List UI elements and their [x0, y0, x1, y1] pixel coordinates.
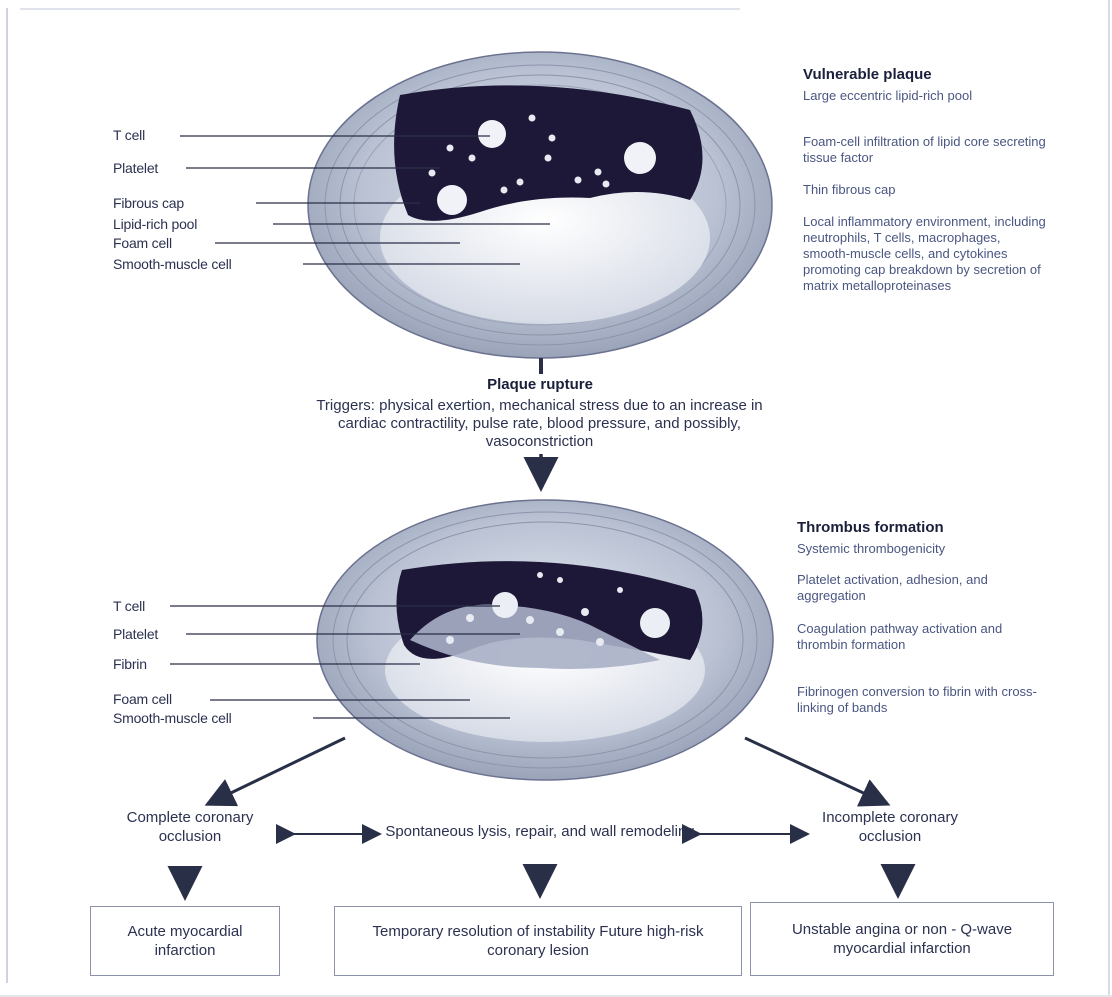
thrombus-item-3: Coagulation pathway activation and throm… — [797, 621, 1052, 653]
top-vessel — [308, 52, 772, 358]
label-t-cell-top: T cell — [113, 127, 145, 143]
result-box-unstable-angina: Unstable angina or non - Q-wave myocardi… — [750, 902, 1054, 976]
result-box-temporary-resolution: Temporary resolution of instability Futu… — [334, 906, 742, 976]
label-platelet-bottom: Platelet — [113, 626, 158, 642]
outcome-complete-occlusion: Complete coronary occlusion — [120, 808, 260, 846]
vulnerable-item-2: Foam-cell infiltration of lipid core sec… — [803, 134, 1048, 166]
result-unstable-angina-text: Unstable angina or non - Q-wave myocardi… — [767, 920, 1037, 958]
result-box-acute-mi: Acute myocardial infarction — [90, 906, 280, 976]
result-acute-mi-text: Acute myocardial infarction — [105, 922, 265, 960]
thrombus-item-4: Fibrinogen conversion to fibrin with cro… — [797, 684, 1052, 716]
label-platelet-top: Platelet — [113, 160, 158, 176]
vulnerable-item-1: Large eccentric lipid-rich pool — [803, 88, 1048, 104]
label-smooth-muscle-cell-top: Smooth-muscle cell — [113, 256, 232, 272]
label-foam-cell-bottom: Foam cell — [113, 691, 172, 707]
plaque-rupture-title: Plaque rupture — [400, 376, 680, 393]
thrombus-item-2: Platelet activation, adhesion, and aggre… — [797, 572, 1052, 604]
outcome-spontaneous-lysis: Spontaneous lysis, repair, and wall remo… — [385, 822, 695, 841]
label-smooth-muscle-cell-bottom: Smooth-muscle cell — [113, 710, 232, 726]
label-fibrin: Fibrin — [113, 656, 147, 672]
plaque-rupture-text: Triggers: physical exertion, mechanical … — [292, 397, 787, 451]
thrombus-formation-title: Thrombus formation — [797, 519, 944, 536]
label-t-cell-bottom: T cell — [113, 598, 145, 614]
outcome-incomplete-occlusion: Incomplete coronary occlusion — [815, 808, 965, 846]
vulnerable-item-4: Local inflammatory environment, includin… — [803, 214, 1048, 294]
vulnerable-plaque-title: Vulnerable plaque — [803, 66, 932, 83]
thrombus-item-1: Systemic thrombogenicity — [797, 541, 1052, 557]
label-fibrous-cap: Fibrous cap — [113, 195, 184, 211]
label-foam-cell-top: Foam cell — [113, 235, 172, 251]
bottom-vessel — [317, 500, 773, 780]
vulnerable-item-3: Thin fibrous cap — [803, 182, 1048, 198]
label-lipid-rich-pool: Lipid-rich pool — [113, 216, 197, 232]
result-temporary-resolution-text: Temporary resolution of instability Futu… — [349, 922, 727, 960]
